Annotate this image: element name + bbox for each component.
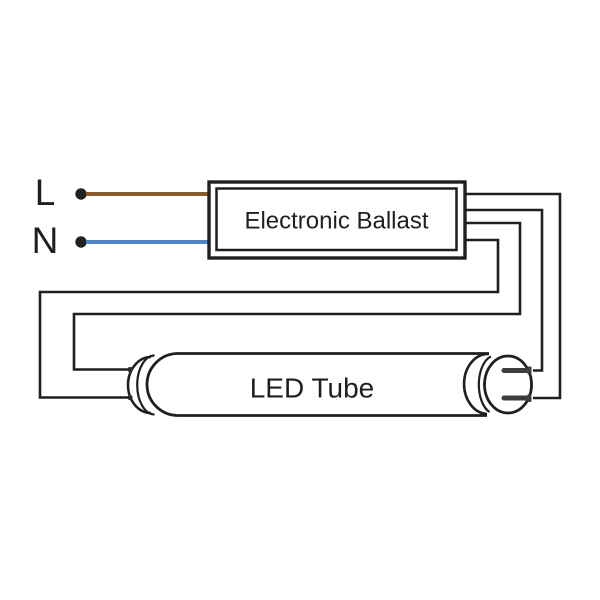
- right-top-pin-tip: [527, 366, 532, 375]
- right-bottom-pin-tip: [527, 394, 532, 402]
- tube-body-fill: [147, 353, 489, 416]
- left-top-pin-dot: [127, 366, 133, 373]
- tube-right-end-face: [483, 354, 533, 415]
- output-wires: [38, 192, 562, 400]
- ballast-label: Electronic Ballast: [244, 208, 428, 235]
- wire-to-right-bottom-pin: [465, 192, 562, 400]
- tube-left-cap-outer-arc: [126, 355, 152, 415]
- ballast-outer-border: [207, 180, 467, 260]
- tube-right-cap-inner-arc: [477, 355, 492, 413]
- wire-to-left-bottom-pin: [38, 238, 500, 399]
- wire-to-left-top-pin: [72, 221, 522, 371]
- mains-terminals: [75, 188, 209, 248]
- ballast-inner-border: [215, 187, 458, 252]
- labels: L N Electronic Ballast LED Tube: [32, 172, 429, 404]
- neutral-terminal-dot: [75, 236, 87, 248]
- live-terminal-label: L: [35, 172, 56, 213]
- left-bottom-pin-dot: [127, 394, 133, 401]
- live-terminal-dot: [75, 188, 87, 200]
- tube-right-cap-outer-arc: [462, 352, 490, 416]
- ballast-box: [207, 180, 467, 260]
- line-work: [38, 180, 562, 417]
- tube-label: LED Tube: [250, 373, 375, 404]
- tube-left-rounded-end: [145, 352, 179, 417]
- led-tube: [126, 352, 533, 417]
- wire-to-right-top-pin: [465, 208, 544, 372]
- neutral-terminal-label: N: [32, 220, 59, 261]
